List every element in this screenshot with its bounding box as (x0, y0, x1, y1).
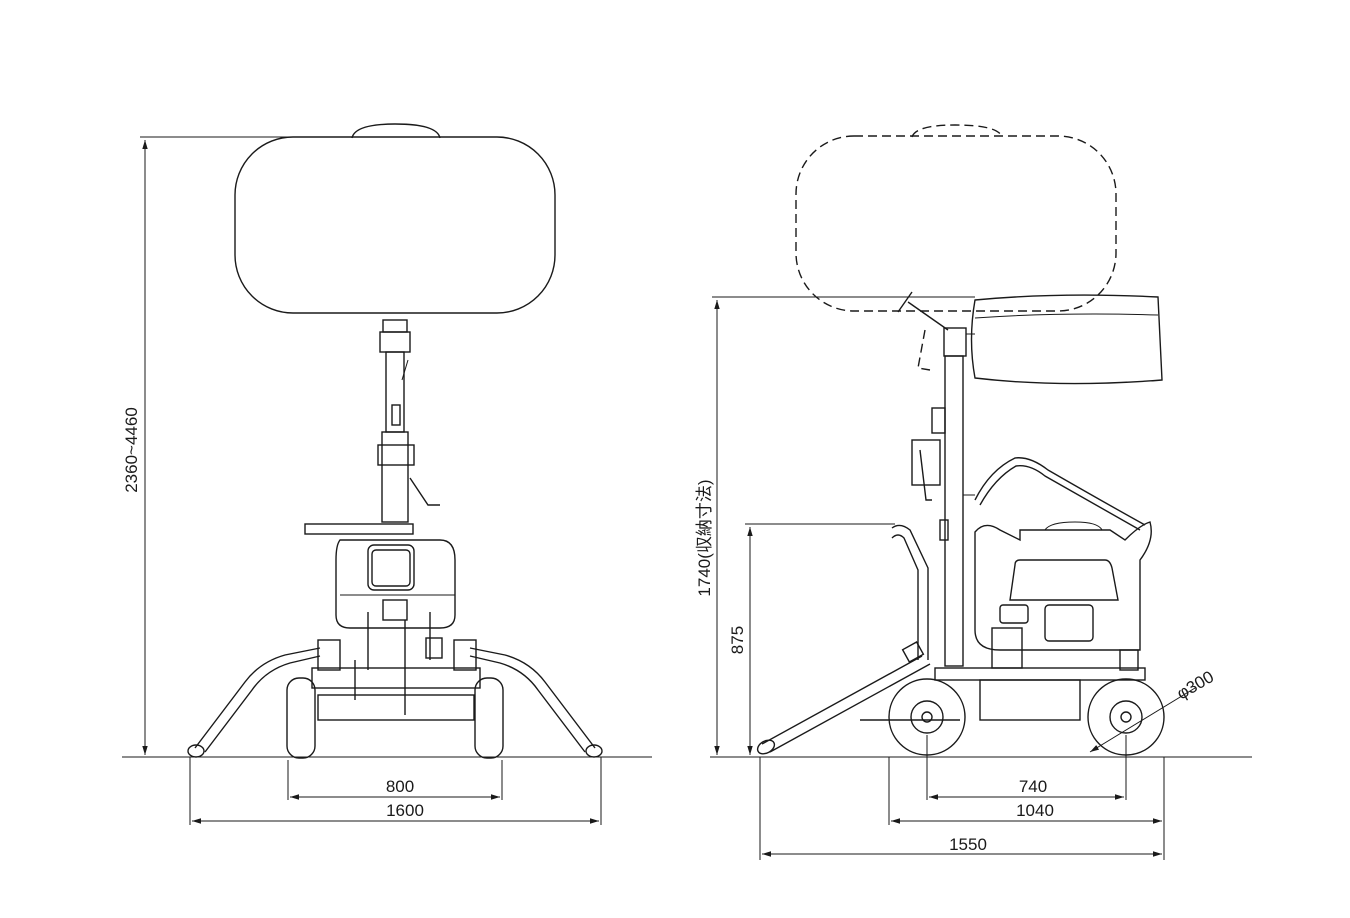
front-outrigger-span-dimension: 1600 (189, 757, 602, 825)
front-outrigger-span-label: 1600 (386, 801, 424, 820)
front-wheel-track-label: 800 (386, 777, 414, 796)
side-wheel-outer-label: 1040 (1016, 801, 1054, 820)
front-handle-bar (304, 523, 414, 535)
side-stowed-height-dimension: 1740(収納寸法) (695, 296, 975, 755)
side-balloon-extended-dashed (795, 124, 1117, 371)
side-overall-length-dimension: 1550 (759, 757, 1162, 860)
side-frame-base (860, 667, 1146, 721)
front-engine-body (335, 539, 456, 670)
side-view: 1740(収納寸法) 875 φ300 740 1040 (695, 124, 1252, 860)
side-roll-cage (974, 457, 1146, 531)
side-balloon-stowed (970, 294, 1163, 385)
front-mast (377, 319, 440, 523)
front-wheel-track-dimension: 800 (287, 760, 503, 800)
side-lamp-bracket (897, 291, 975, 357)
front-left-wheel (286, 677, 316, 759)
side-handle-height-label: 875 (728, 626, 747, 654)
side-engine-body (974, 521, 1152, 671)
front-balloon-lamp (234, 123, 556, 314)
front-outriggers (187, 639, 603, 758)
side-overall-length-label: 1550 (949, 835, 987, 854)
side-mast (911, 355, 975, 667)
side-wheel-outer-dimension: 1040 (888, 757, 1165, 860)
side-wheelbase-dimension: 740 (926, 735, 1127, 800)
side-wheelbase-label: 740 (1019, 777, 1047, 796)
side-handle-height-dimension: 875 (728, 523, 895, 755)
side-stowed-height-label: 1740(収納寸法) (695, 479, 714, 596)
side-wheel-diameter-label: φ300 (1173, 667, 1217, 703)
front-right-wheel (474, 677, 504, 759)
front-view: 2360~4460 800 1600 (122, 123, 652, 825)
side-outrigger (756, 641, 931, 755)
front-height-dimension: 2360~4460 (122, 136, 330, 755)
front-frame (311, 620, 481, 721)
front-height-label: 2360~4460 (122, 407, 141, 493)
side-handle (891, 524, 929, 660)
